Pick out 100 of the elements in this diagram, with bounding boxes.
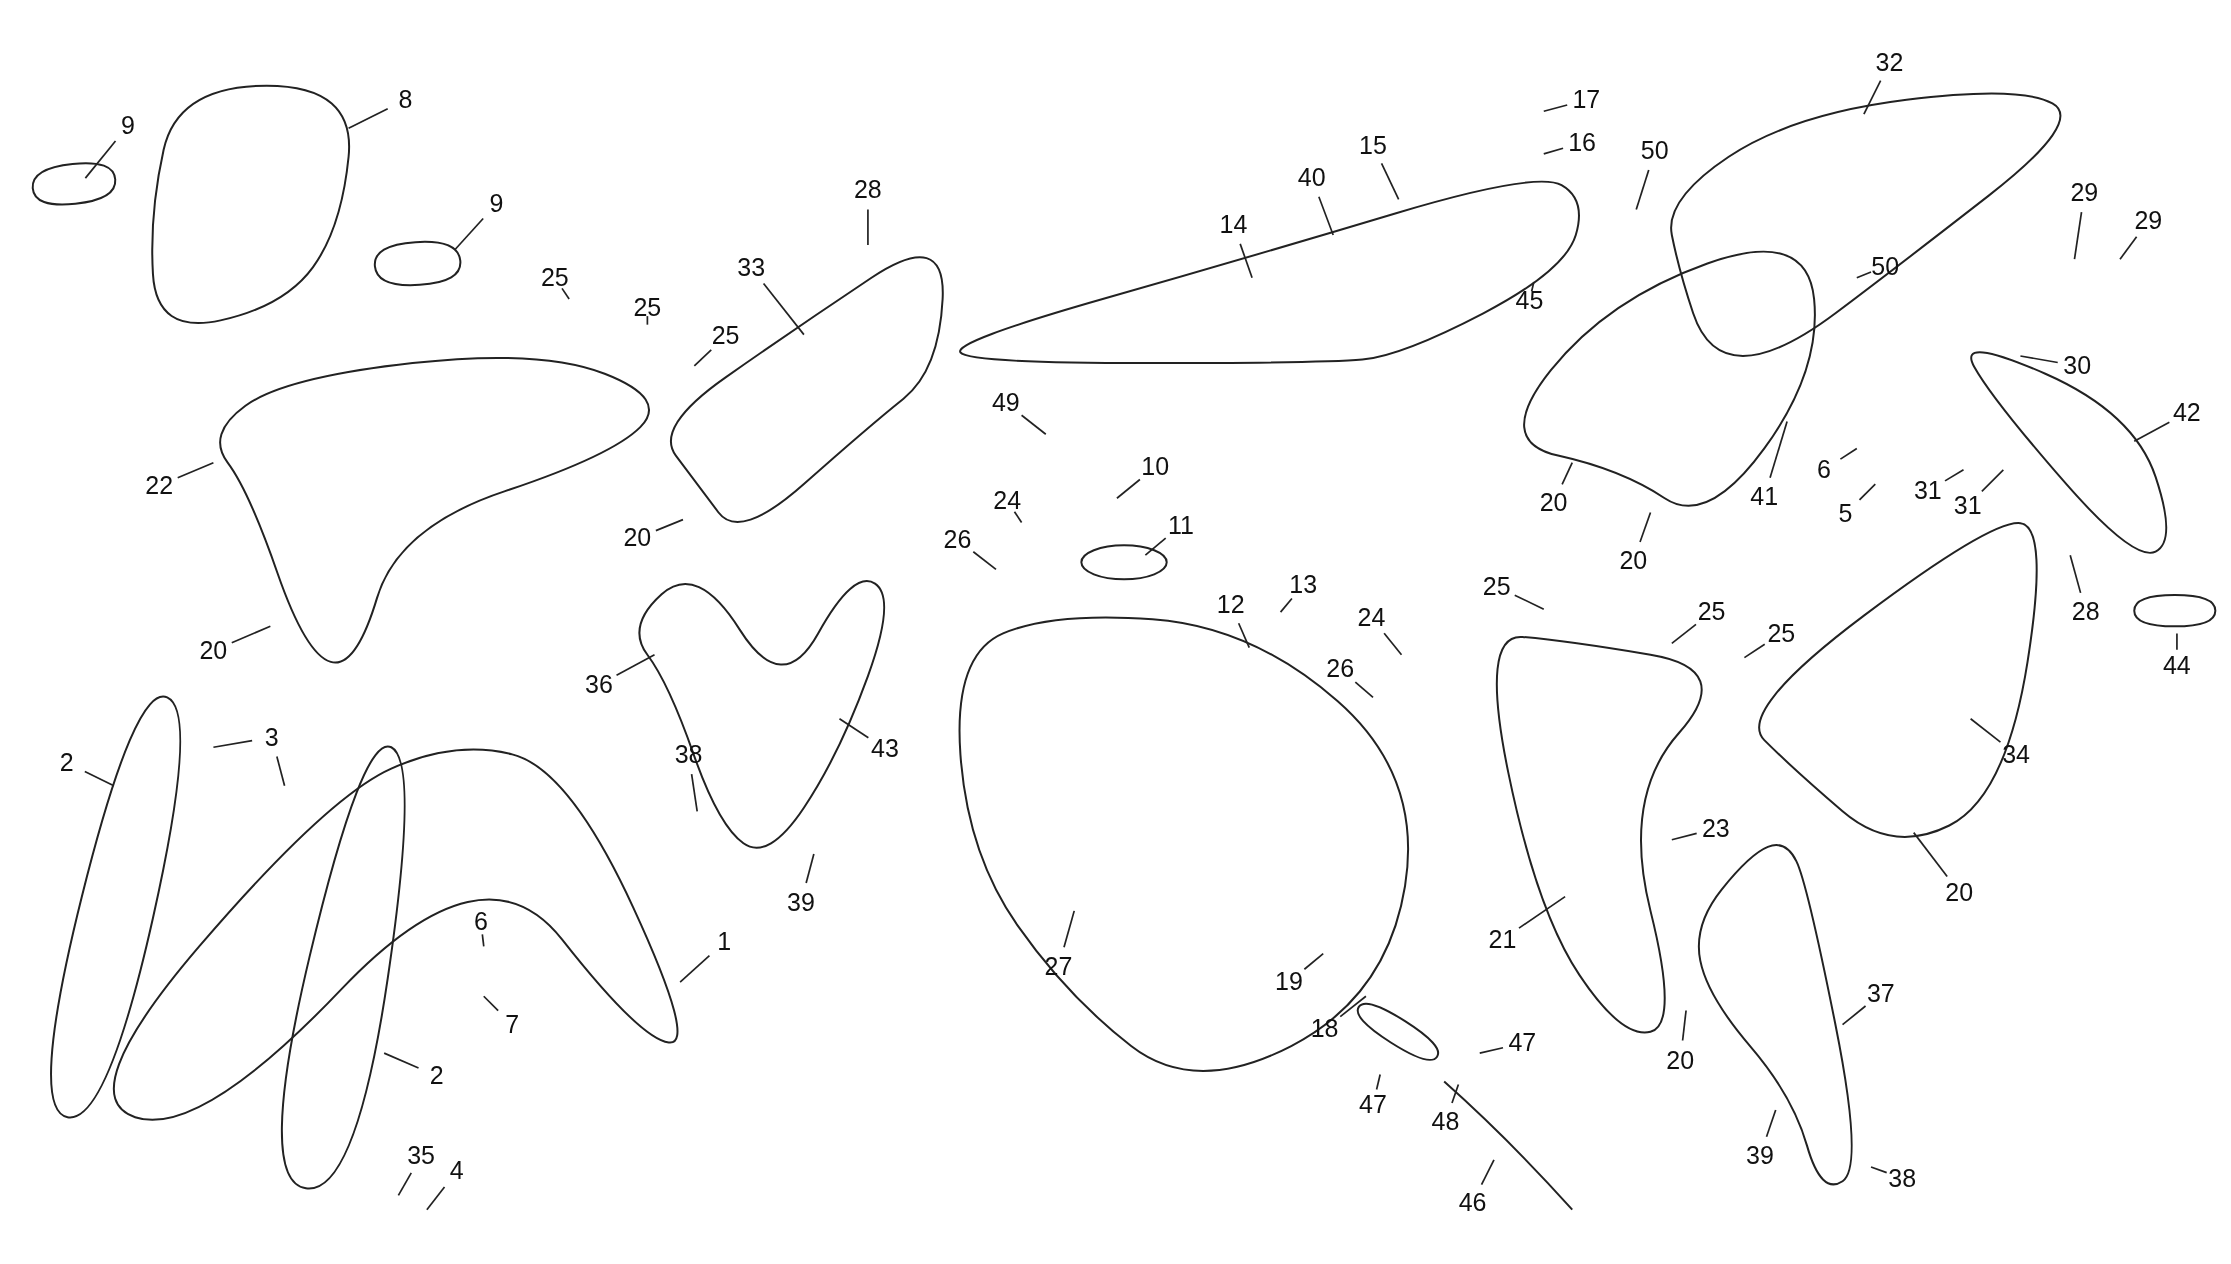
leader-line (1478, 1046, 1504, 1054)
leader-line (1769, 420, 1788, 479)
leader-line (1542, 147, 1564, 155)
callout-number: 33 (737, 255, 766, 280)
callout-number: 7 (505, 1011, 520, 1037)
callout-number: 10 (1141, 454, 1170, 480)
callout-number: 5 (1838, 501, 1853, 527)
callout-number: 26 (943, 526, 972, 552)
callout-number: 2 (429, 1063, 444, 1089)
leader-line (1981, 468, 2005, 493)
leader-line (1858, 483, 1877, 501)
callout-number: 6 (473, 909, 488, 935)
leader-line (1383, 632, 1403, 656)
callout-number: 2 (59, 750, 74, 776)
leader-line (481, 933, 485, 948)
leader-line (1839, 447, 1858, 460)
leader-line (1375, 1073, 1381, 1091)
callout-number: 39 (1746, 1142, 1774, 1168)
callout-number: 50 (1871, 253, 1900, 279)
callout-number: 19 (1275, 969, 1303, 995)
leader-line (655, 518, 684, 532)
callout-number: 8 (398, 87, 413, 113)
leader-line (1318, 195, 1335, 236)
callout-number: 24 (993, 488, 1022, 514)
leader-line (2119, 235, 2138, 261)
leader-line (2069, 554, 2082, 594)
callout-number: 37 (1866, 980, 1895, 1006)
leader-line (84, 140, 117, 179)
callout-number: 28 (2071, 599, 2100, 625)
callout-number: 25 (540, 264, 569, 290)
leader-line (1013, 510, 1023, 524)
leader-line (1855, 271, 1872, 279)
callout-number: 25 (633, 294, 662, 320)
leader-line (1279, 597, 1293, 613)
leader-line (454, 217, 485, 251)
callout-number: 1 (717, 929, 732, 955)
callout-number: 21 (1488, 926, 1517, 952)
callout-number: 6 (1817, 457, 1831, 483)
leader-line (561, 287, 570, 300)
leader-line (838, 717, 870, 739)
leader-line (679, 954, 711, 983)
callout-number: 17 (1572, 87, 1601, 113)
callout-number: 14 (1219, 212, 1248, 238)
leader-line (176, 461, 215, 479)
callout-number: 38 (1888, 1165, 1917, 1191)
callout-number: 44 (2162, 653, 2191, 679)
leader-line (1530, 281, 1535, 293)
callout-number: 45 (1515, 287, 1544, 313)
leader-line (1380, 162, 1400, 201)
callout-number: 29 (2070, 179, 2099, 205)
leader-line (615, 653, 656, 677)
callout-number: 39 (787, 889, 815, 915)
leader-line (1912, 831, 1949, 878)
leader-line (212, 739, 253, 749)
leader-line (690, 773, 699, 813)
callout-number: 30 (2063, 353, 2092, 379)
leader-line (1765, 1109, 1777, 1138)
leader-line (482, 995, 499, 1012)
callout-number: 26 (1326, 656, 1355, 682)
callout-number: 24 (1357, 605, 1386, 630)
callout-number: 13 (1289, 572, 1318, 598)
leader-line (1354, 681, 1374, 699)
leader-line (1239, 243, 1253, 279)
leader-line (347, 107, 389, 130)
callout-number: 50 (1640, 138, 1669, 164)
callout-number: 41 (1750, 484, 1779, 510)
leader-line (1863, 79, 1882, 115)
leader-line (383, 1052, 420, 1069)
callout-number: 31 (1913, 478, 1942, 504)
callout-number: 11 (1167, 512, 1194, 538)
callout-number: 12 (1216, 592, 1245, 618)
leader-line (426, 1186, 446, 1211)
leader-line (1944, 468, 1965, 482)
callout-number: 47 (1359, 1091, 1387, 1117)
leader-line (1841, 1005, 1867, 1026)
callout-number: 20 (1666, 1047, 1695, 1073)
callout-number: 25 (1697, 599, 1726, 625)
callout-number: 9 (489, 190, 504, 216)
leader-line (1542, 104, 1569, 113)
leader-line (762, 282, 805, 336)
leader-line (2019, 355, 2059, 364)
leader-line (397, 1172, 413, 1197)
callout-number: 3 (264, 724, 279, 750)
leader-line (2073, 211, 2083, 261)
leader-line (1870, 1166, 1888, 1174)
callout-number: 22 (145, 472, 174, 498)
callout-number: 35 (407, 1142, 435, 1168)
callout-number: 46 (1458, 1189, 1487, 1215)
callout-number: 25 (1767, 620, 1796, 646)
leader-line (1237, 622, 1251, 649)
leader-line (972, 550, 997, 571)
leader-line (230, 625, 272, 644)
leader-line (2176, 632, 2178, 651)
leader-line (693, 348, 713, 367)
callout-number: 4 (449, 1158, 464, 1184)
callout-number: 40 (1297, 165, 1326, 191)
callout-number: 25 (711, 323, 740, 349)
leader-line (1513, 594, 1545, 611)
leader-line (1743, 643, 1766, 659)
callout-number: 20 (623, 525, 652, 551)
